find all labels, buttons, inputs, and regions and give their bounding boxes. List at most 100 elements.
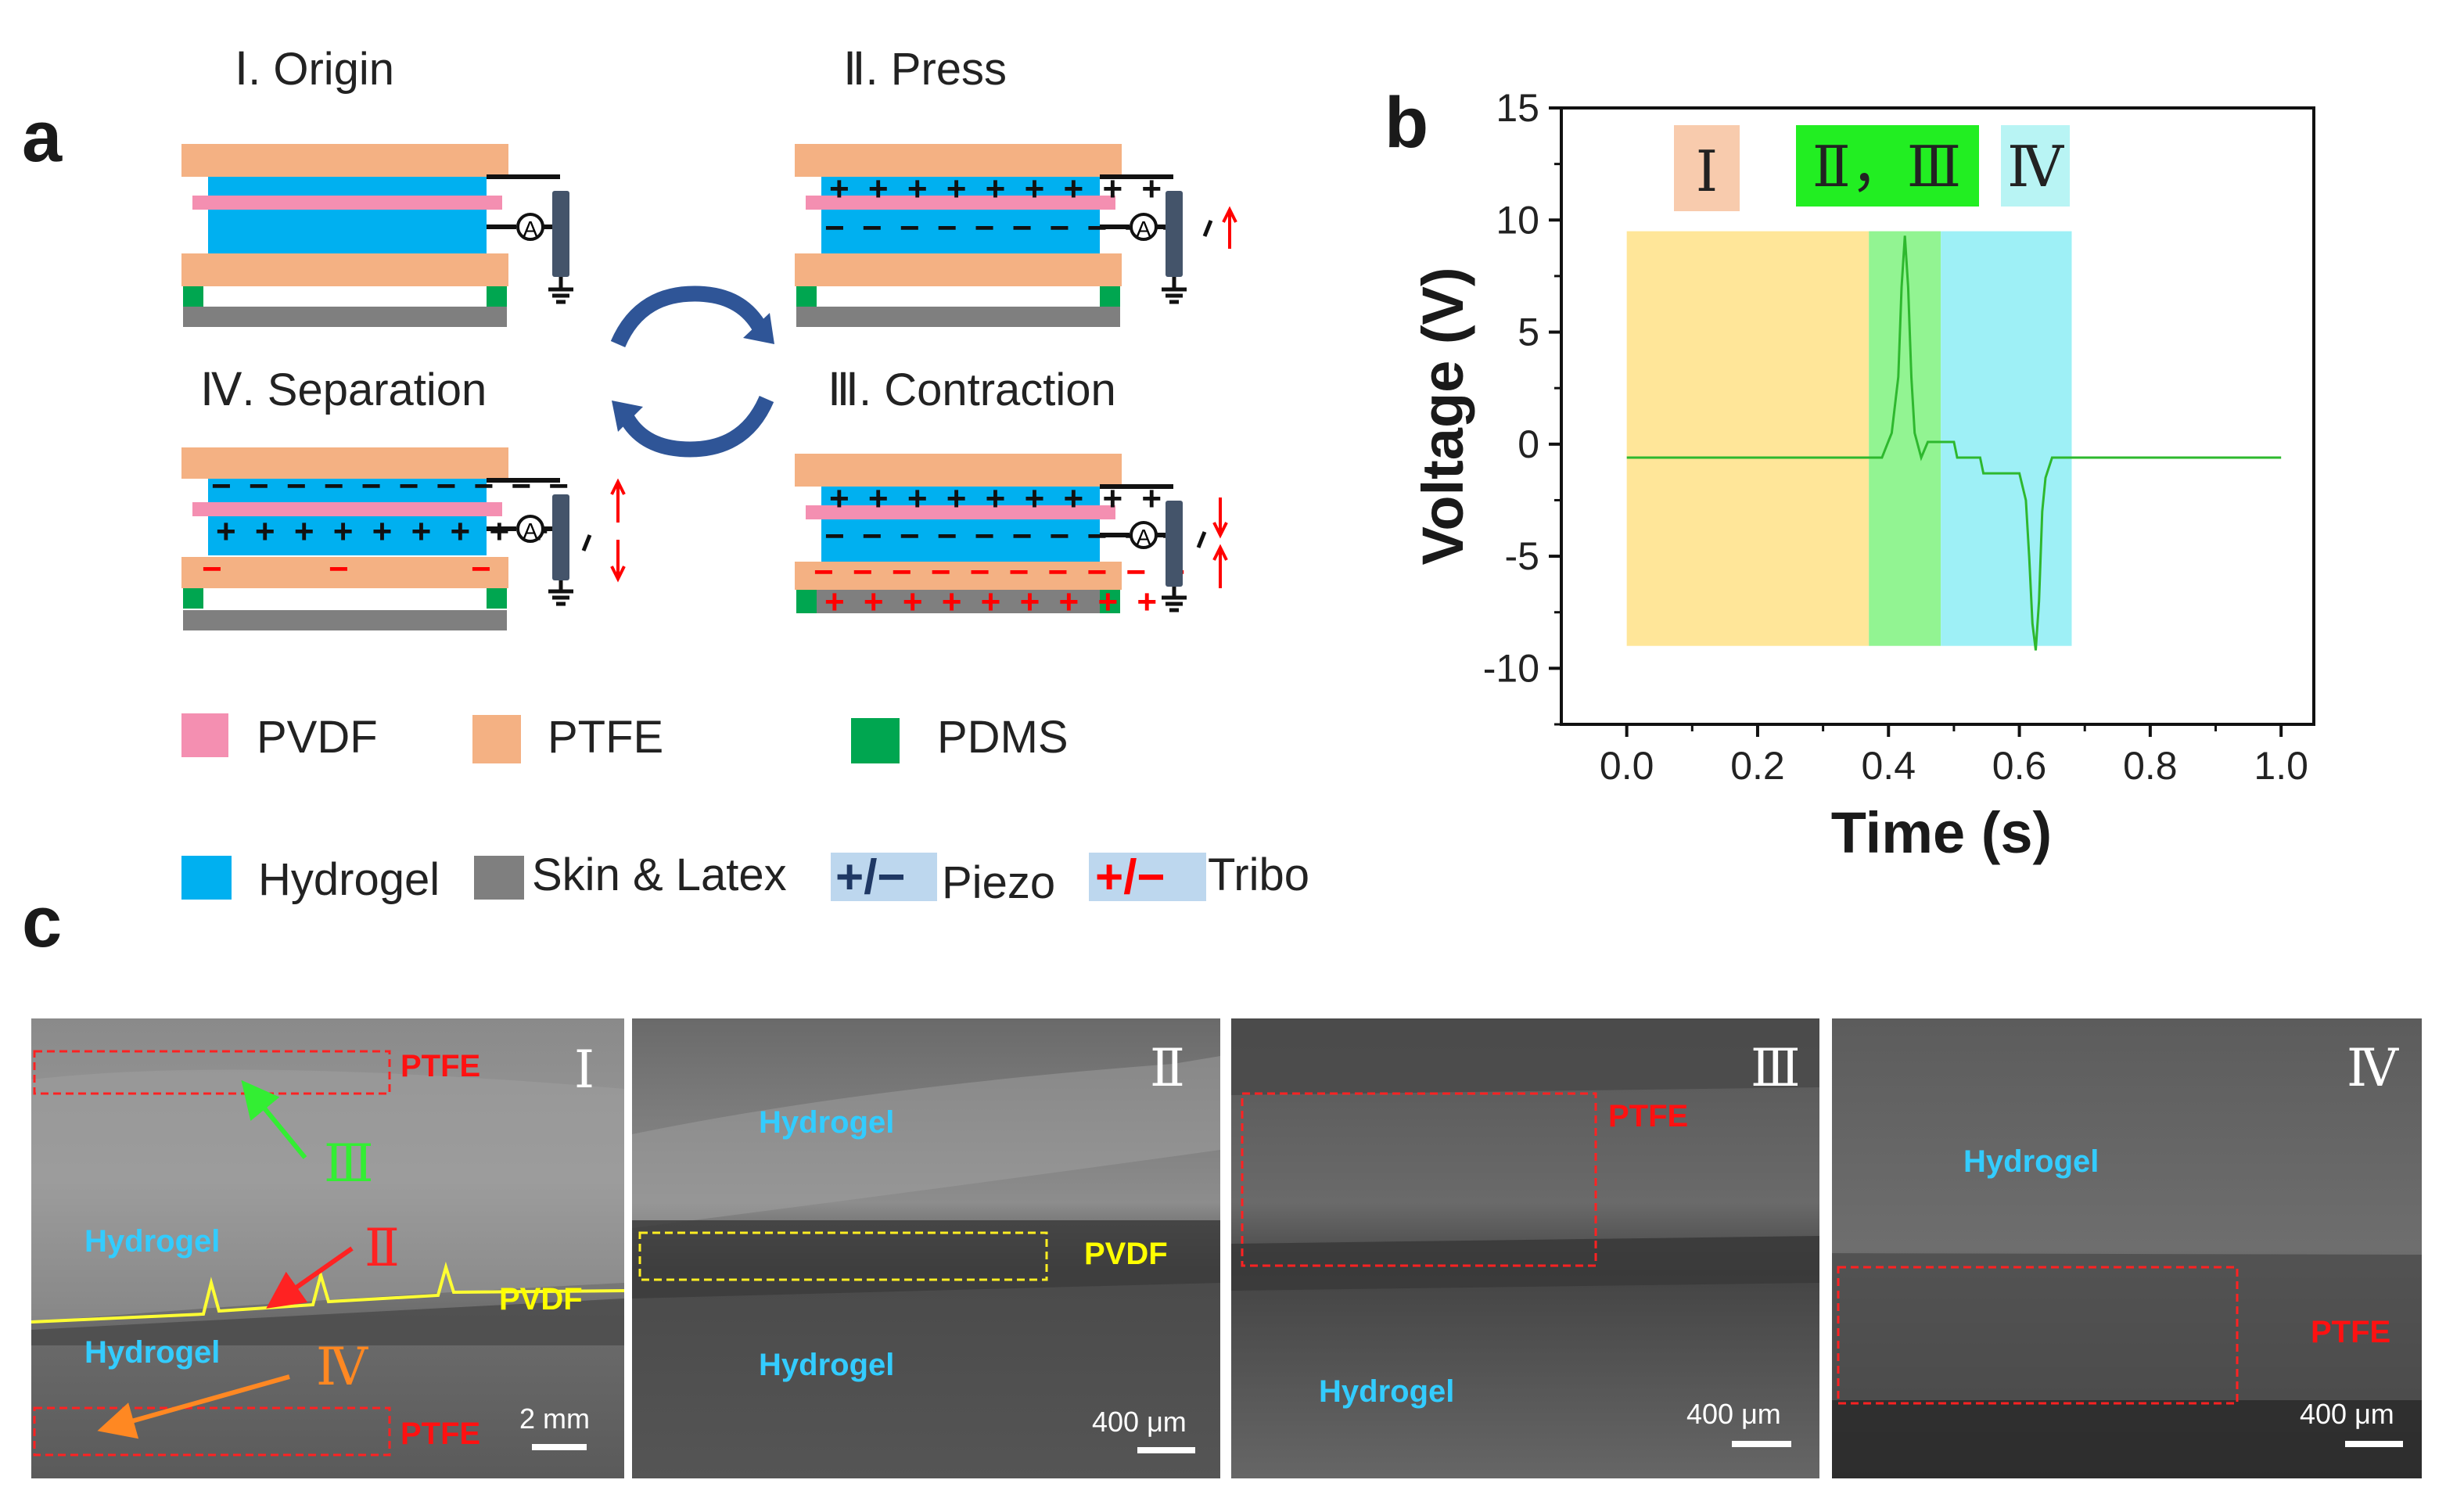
- sem-1-label-ptfe-top: PTFE: [400, 1049, 480, 1083]
- panel-c-letter: c: [22, 882, 62, 962]
- svg-text:+ + + + + + + + +: + + + + + + + + +: [824, 583, 1162, 621]
- ammeter-separation: A: [523, 519, 538, 543]
- y-tick-label: -5: [1505, 534, 1539, 578]
- x-tick-label: 0.4: [1862, 744, 1916, 788]
- sem-1-arrow-label-ii: Ⅱ: [365, 1218, 400, 1278]
- sem-1-label-hydrogel-upper: Hydrogel: [84, 1224, 220, 1259]
- sem-2-label-pvdf: PVDF: [1084, 1237, 1168, 1271]
- cycle-arrows-icon: [610, 286, 774, 458]
- material-legend: PVDF PTFE PDMS Hydrogel Skin & Latex +/−…: [181, 712, 1309, 908]
- sem-3-scale-bar: [1732, 1441, 1791, 1447]
- y-axis-title: Voltage (V): [1410, 268, 1475, 566]
- sem-image-3: PTFE Hydrogel Ⅲ 400 μm: [1231, 1018, 1819, 1478]
- y-tick-label: 5: [1518, 311, 1539, 354]
- series-voltage-line: [1626, 235, 2282, 651]
- legend-piezo: Piezo: [942, 857, 1055, 908]
- sem-3-label-hydrogel: Hydrogel: [1319, 1374, 1454, 1409]
- sem-1-roman: Ⅰ: [574, 1040, 594, 1100]
- region-label-3: Ⅳ: [2007, 134, 2064, 199]
- region-label-bg-1: [1674, 125, 1740, 211]
- svg-text:−: −: [329, 550, 349, 588]
- y-tick-label: 0: [1518, 422, 1539, 466]
- sem-2-scale-bar: [1137, 1447, 1195, 1453]
- sem-image-4: Hydrogel PTFE Ⅳ 400 μm: [1832, 1018, 2422, 1478]
- svg-text:−: −: [202, 550, 222, 588]
- voltage-chart: [1560, 106, 2315, 726]
- sem-image-1: PTFE PTFE Hydrogel Hydrogel PVDF Ⅲ Ⅱ Ⅳ Ⅰ…: [31, 1018, 625, 1478]
- device-contraction: + + + + + + + + + − − − − − − − − − − − …: [795, 454, 1228, 621]
- sem-1-scale-bar: [532, 1444, 587, 1450]
- plot-frame: [1560, 106, 2315, 726]
- panel-c: c PTFE PTFE Hydrogel Hydrogel PVDF Ⅲ Ⅱ Ⅳ…: [22, 882, 2422, 1478]
- y-tick-label: 10: [1496, 198, 1539, 242]
- legend-swatch-piezo: [831, 853, 937, 901]
- stage-title-origin: Ⅰ. Origin: [235, 44, 394, 95]
- device-press: + + + + + + + + + − − − − − − − − − − A: [795, 144, 1237, 327]
- panel-a-letter: a: [22, 97, 63, 177]
- region-label-2: Ⅱ，Ⅲ: [1812, 134, 1961, 199]
- sem-1-label-hydrogel-lower: Hydrogel: [84, 1335, 220, 1370]
- ammeter-origin: A: [523, 217, 538, 241]
- y-tick-label: -10: [1483, 646, 1539, 690]
- x-tick-label: 0.0: [1600, 744, 1654, 788]
- legend-pdms: PDMS: [937, 712, 1069, 763]
- sem-1-label-ptfe-bottom: PTFE: [400, 1417, 480, 1451]
- x-tick-label: 1.0: [2254, 744, 2308, 788]
- chart-ticks: 0.0 0.2 0.4 0.6 0.8 1.0 -10 -5 0 5 10 15: [1483, 86, 2308, 788]
- svg-text:−: −: [471, 550, 491, 588]
- chart-regions: [1626, 231, 2072, 646]
- device-origin: A: [181, 144, 573, 327]
- y-tick-label: 15: [1496, 86, 1539, 130]
- sem-3-roman: Ⅲ: [1751, 1038, 1801, 1098]
- chart-region-3: [1941, 231, 2072, 646]
- region-label-bg-2: [1796, 125, 1979, 207]
- sem-4-label-hydrogel: Hydrogel: [1963, 1144, 2099, 1179]
- sem-4-label-ptfe: PTFE: [2311, 1315, 2390, 1349]
- ammeter-press: A: [1137, 217, 1151, 241]
- stage-title-separation: Ⅳ. Separation: [200, 365, 487, 415]
- stage-title-contraction: Ⅲ. Contraction: [828, 365, 1116, 415]
- sem-2-scale-label: 400 μm: [1092, 1406, 1187, 1438]
- sem-2-label-hydrogel-bottom: Hydrogel: [759, 1348, 894, 1382]
- sem-4-scale-label: 400 μm: [2300, 1398, 2394, 1430]
- legend-swatch-hydrogel: [181, 856, 232, 900]
- legend-tribo-symbol: +/−: [1095, 850, 1166, 904]
- sem-1-scale-label: 2 mm: [519, 1403, 590, 1435]
- panel-a: a Ⅰ. Origin Ⅱ. Press Ⅳ. Separation Ⅲ. Co…: [22, 44, 1309, 908]
- sem-1-label-pvdf: PVDF: [499, 1282, 583, 1316]
- device-separation: − − − − − − − − − − + + + + + + + + + − …: [181, 447, 626, 630]
- sem-3-label-ptfe: PTFE: [1608, 1099, 1688, 1133]
- legend-hydrogel: Hydrogel: [258, 854, 440, 905]
- region-labels: Ⅰ Ⅱ，Ⅲ Ⅳ: [1674, 125, 2070, 211]
- x-tick-label: 0.6: [1992, 744, 2047, 788]
- legend-swatch-pvdf: [181, 713, 228, 757]
- legend-swatch-skin: [474, 856, 524, 900]
- legend-swatch-pdms: [851, 718, 900, 763]
- region-label-1: Ⅰ: [1696, 138, 1718, 204]
- legend-skin: Skin & Latex: [532, 849, 787, 900]
- sem-3-scale-label: 400 μm: [1686, 1398, 1781, 1430]
- legend-pvdf: PVDF: [257, 712, 378, 763]
- sem-4-roman: Ⅳ: [2347, 1038, 2399, 1098]
- sem-4-scale-bar: [2345, 1441, 2403, 1447]
- legend-swatch-ptfe: [472, 715, 521, 763]
- stage-title-press: Ⅱ. Press: [843, 44, 1007, 95]
- sem-2-roman: Ⅱ: [1150, 1038, 1185, 1098]
- ammeter-contraction: A: [1137, 525, 1151, 549]
- x-axis-title: Time (s): [1831, 800, 2052, 865]
- legend-tribo: Tribo: [1208, 849, 1309, 900]
- legend-swatch-tribo: [1089, 853, 1206, 901]
- chart-region-2: [1869, 231, 1941, 646]
- svg-text:− − − − − − − − − −: − − − − − − − − − −: [211, 467, 573, 505]
- legend-ptfe: PTFE: [548, 712, 663, 763]
- chart-region-1: [1626, 231, 1870, 646]
- sem-2-label-hydrogel-top: Hydrogel: [759, 1105, 894, 1140]
- x-tick-label: 0.8: [2123, 744, 2178, 788]
- sem-1-arrow-label-iii: Ⅲ: [324, 1133, 374, 1194]
- x-tick-label: 0.2: [1730, 744, 1785, 788]
- legend-piezo-symbol: +/−: [835, 850, 906, 904]
- sem-1-arrow-label-iv: Ⅳ: [316, 1337, 368, 1397]
- panel-b-letter: b: [1385, 83, 1428, 163]
